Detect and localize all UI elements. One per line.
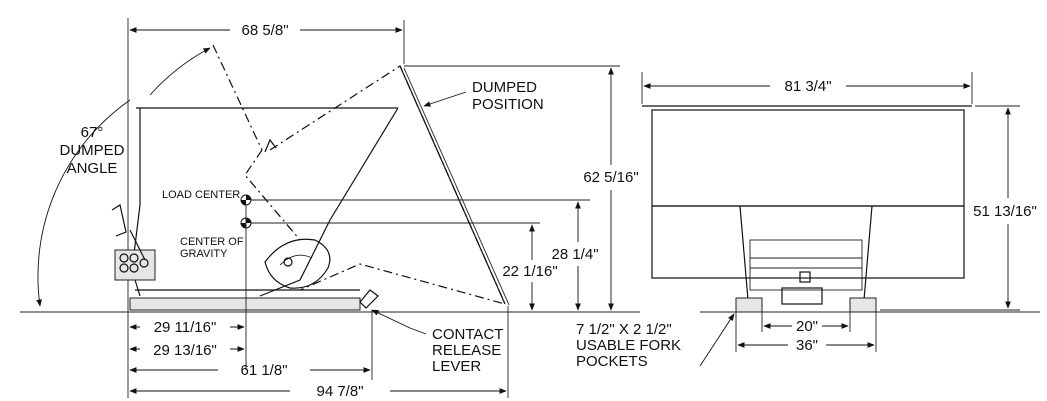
- front-upper-body: [651, 109, 965, 207]
- dim-62-5-16: 62 5/16": [583, 169, 638, 186]
- svg-text:LEVER: LEVER: [432, 358, 481, 375]
- contact-release-lever: [359, 289, 379, 309]
- fork-pocket-left: [735, 297, 763, 313]
- dim-29-11-16: 29 11/16": [154, 319, 217, 336]
- svg-text:ANGLE: ANGLE: [67, 160, 118, 177]
- fork-pocket-right: [849, 297, 877, 313]
- dim-51-13-16: 51 13/16": [973, 203, 1037, 220]
- dumped-outline: [269, 65, 507, 305]
- svg-text:GRAVITY: GRAVITY: [180, 248, 228, 260]
- dim-20: 20": [796, 318, 818, 335]
- dim-29-13-16: 29 13/16": [153, 342, 217, 359]
- dim-28-1-4: 28 1/4": [551, 246, 598, 263]
- svg-text:POCKETS: POCKETS: [576, 353, 648, 370]
- trunnion: [264, 238, 331, 289]
- svg-text:USABLE FORK: USABLE FORK: [576, 337, 681, 354]
- svg-text:POSITION: POSITION: [472, 96, 544, 113]
- dumped-angle-value: 67°: [81, 124, 104, 141]
- svg-text:DUMPED: DUMPED: [59, 142, 124, 159]
- dim-94-7-8: 94 7/8": [316, 383, 363, 400]
- hopper-back: [131, 108, 141, 297]
- dim-22-1-16: 22 1/16": [502, 263, 557, 280]
- dumped-position-label: DUMPED: [472, 79, 537, 96]
- hopper-front: [259, 107, 399, 297]
- base-skid: [129, 297, 361, 311]
- svg-text:RELEASE: RELEASE: [432, 342, 501, 359]
- load-center-marker: [240, 194, 252, 206]
- front-view: 81 3/4" 51 13/16" 20" 36" 7 1/2" X 2 1/2…: [576, 72, 1037, 370]
- dim-36: 36": [796, 337, 818, 354]
- dim-68-5-8: 68 5/8": [241, 22, 288, 39]
- load-center-label: LOAD CENTER: [162, 189, 240, 201]
- front-lower-body: [651, 205, 965, 279]
- side-view: 68 5/8" 67° DUMPED ANGLE DUMPED POSITION…: [20, 18, 1040, 400]
- center-of-gravity-label: CENTER OF: [180, 236, 244, 248]
- dim-61-1-8: 61 1/8": [240, 362, 287, 379]
- contact-release-label: CONTACT: [432, 326, 503, 343]
- dim-81-3-4: 81 3/4": [784, 78, 831, 95]
- fork-pockets-label: 7 1/2" X 2 1/2": [576, 321, 672, 338]
- spring-assembly: [111, 204, 156, 281]
